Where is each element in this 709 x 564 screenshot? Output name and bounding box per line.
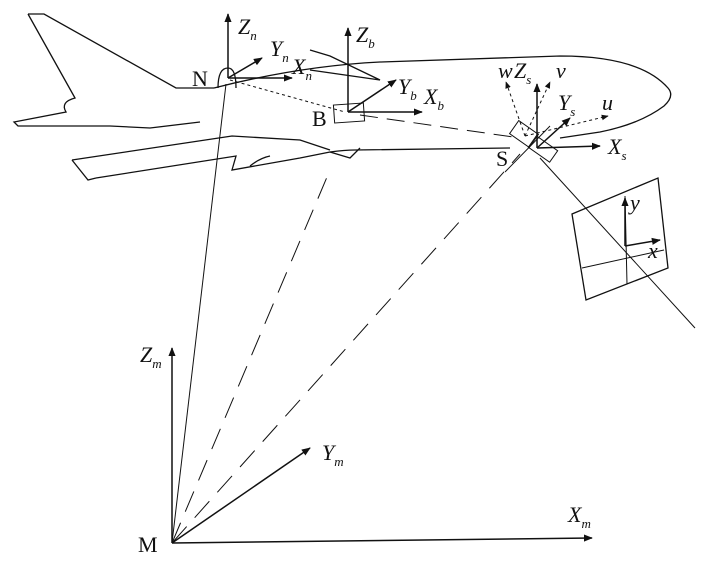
label-sensor-z: Zs [514,58,531,87]
label-body-z: Zb [356,22,375,51]
label-sensor-u: u [602,90,613,115]
image-plane-axes [621,197,661,247]
label-sensor-w: w [498,58,513,83]
body-frame-box [332,102,366,124]
label-image-y: y [628,190,640,215]
label-map-z: Zm [140,342,162,371]
label-point-m: M [138,532,158,557]
label-map-x: Xm [567,502,591,531]
label-point-s: S [496,146,508,171]
label-nav-x: Xn [291,54,312,83]
label-sensor-v: v [556,58,566,83]
airplane-outline [12,13,672,181]
sensor-frame-axes [505,81,609,150]
label-map-y: Ym [322,440,344,469]
map-frame-axes [168,347,593,544]
label-sensor-y: Ys [558,90,575,119]
label-sensor-x: Xs [607,134,627,163]
label-point-b: B [312,106,327,131]
sight-lines [171,79,696,544]
label-body-y: Yb [398,74,417,103]
label-body-x: Xb [423,84,444,113]
sensor-camera [508,119,559,163]
nav-frame-axes [224,13,293,82]
label-nav-y: Yn [270,36,289,65]
label-point-n: N [192,66,208,91]
label-image-x: x [647,238,658,263]
body-frame-axes [344,27,423,116]
label-nav-z: Zn [238,14,257,43]
